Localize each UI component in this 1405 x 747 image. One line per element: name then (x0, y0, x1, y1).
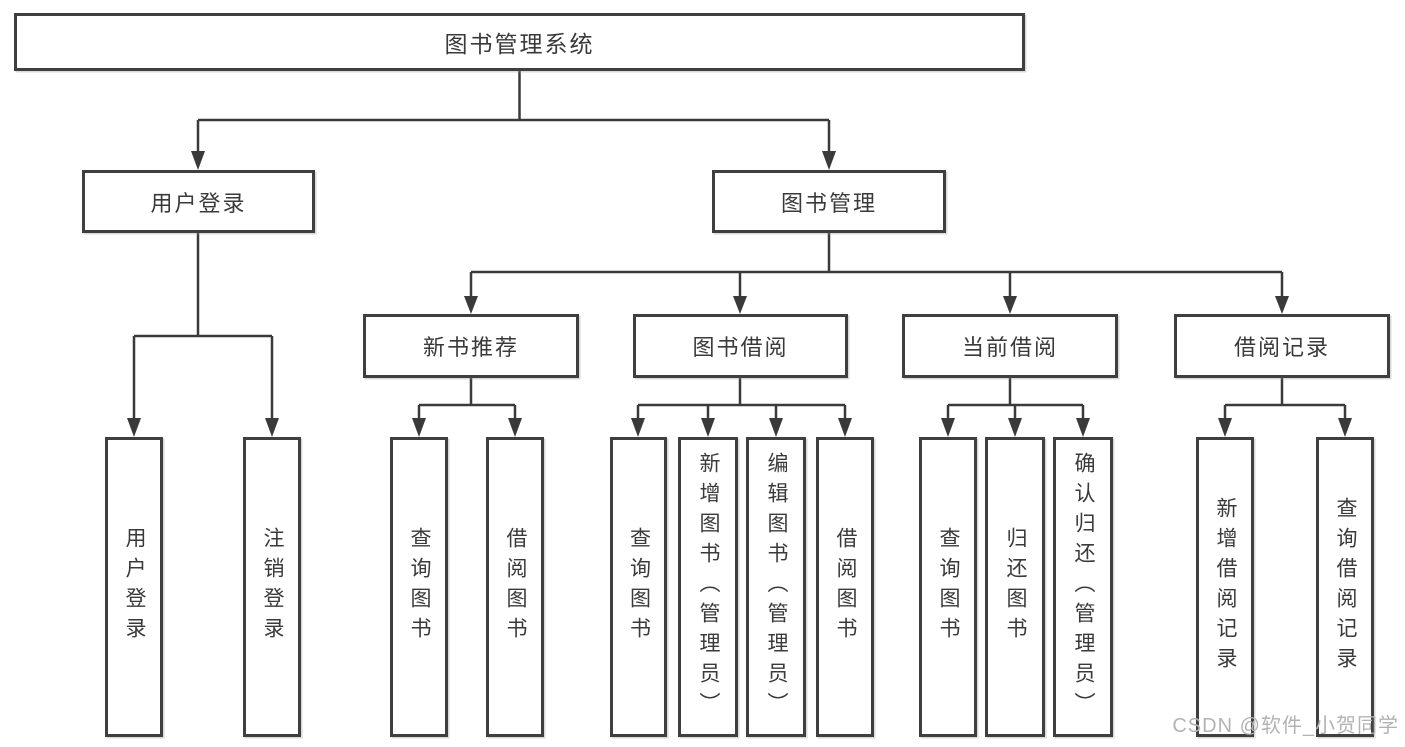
node-user-login: 用户登录 (82, 170, 315, 233)
node-label: 编辑图书（管理员） (765, 452, 788, 722)
node-label: 借阅记录 (1233, 335, 1330, 360)
node-borrow-records: 借阅记录 (1174, 314, 1390, 378)
watermark: CSDN @软件_小贺同学 (1172, 715, 1399, 737)
node-label: 新增图书（管理员） (697, 452, 720, 722)
node-label: 用户登录 (150, 190, 247, 216)
node-query-books-current: 查询图书 (919, 437, 977, 737)
node-borrow-books: 借阅图书 (816, 437, 874, 737)
node-label: 当前借阅 (961, 335, 1058, 360)
node-query-books-borrow: 查询图书 (610, 437, 667, 737)
node-label: 查询图书 (627, 527, 651, 647)
node-add-book-admin: 新增图书（管理员） (678, 437, 738, 737)
node-borrow-books-recommend: 借阅图书 (486, 437, 544, 737)
node-label: 借阅图书 (504, 527, 527, 647)
node-label: 新书推荐 (422, 335, 519, 360)
node-user-login-leaf: 用户登录 (105, 437, 163, 737)
node-edit-book-admin: 编辑图书（管理员） (746, 437, 806, 737)
node-book-borrow: 图书借阅 (633, 314, 848, 378)
node-label: 查询借阅记录 (1334, 497, 1357, 677)
node-label: 确认归还（管理员） (1072, 452, 1095, 722)
node-label: 查询图书 (408, 527, 431, 647)
arrowheads (127, 151, 1352, 437)
node-query-books-recommend: 查询图书 (390, 437, 448, 737)
node-label: 用户登录 (123, 527, 146, 647)
node-library-management-system: 图书管理系统 (14, 13, 1025, 71)
node-query-borrow-record: 查询借阅记录 (1316, 437, 1374, 737)
node-current-borrow: 当前借阅 (902, 314, 1118, 378)
node-label: 查询图书 (937, 527, 960, 647)
node-return-books: 归还图书 (985, 437, 1045, 737)
node-label: 归还图书 (1004, 527, 1027, 647)
node-add-borrow-record: 新增借阅记录 (1196, 437, 1254, 737)
node-confirm-return-admin: 确认归还（管理员） (1053, 437, 1113, 737)
node-label: 注销登录 (261, 527, 284, 647)
node-label: 借阅图书 (834, 527, 857, 647)
node-label: 新增借阅记录 (1214, 497, 1237, 677)
node-label: 图书管理系统 (444, 31, 595, 57)
node-label: 图书管理 (780, 190, 877, 216)
node-book-management: 图书管理 (712, 170, 946, 233)
node-new-book-recommend: 新书推荐 (363, 314, 579, 378)
node-logout: 注销登录 (243, 437, 301, 737)
node-label: 图书借阅 (692, 335, 789, 360)
